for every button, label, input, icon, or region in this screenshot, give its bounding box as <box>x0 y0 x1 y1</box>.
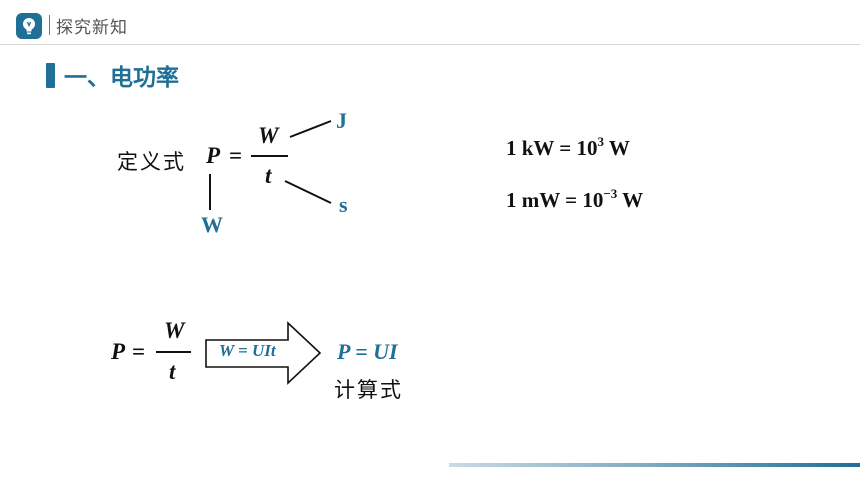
unit-watt: W <box>201 212 223 237</box>
header-divider <box>0 44 860 45</box>
unit-joule: J <box>336 108 347 133</box>
conversion-mw: 1 mW = 10−3 W <box>506 186 644 212</box>
unit-second: s <box>339 192 348 217</box>
section-title: 一、电功率 <box>64 65 179 91</box>
derivation-power-symbol: P <box>111 339 126 364</box>
definition-numerator: W <box>258 123 279 148</box>
header-separator <box>49 15 50 35</box>
lightbulb-icon <box>16 13 42 39</box>
derivation-denominator: t <box>169 359 176 384</box>
definition-label: 定义式 <box>117 150 186 174</box>
section-marker <box>46 63 55 88</box>
arrow-label: W = UIt <box>219 341 276 360</box>
definition-power-symbol: P <box>206 143 221 168</box>
derivation-fraction-bar <box>156 351 191 353</box>
result-formula: P = UI <box>337 339 398 364</box>
result-label: 计算式 <box>334 378 403 402</box>
derivation-equals: = <box>132 339 146 364</box>
definition-denominator: t <box>265 163 272 188</box>
definition-fraction-bar <box>251 155 288 157</box>
derivation-numerator: W <box>164 318 185 343</box>
definition-equals: = <box>229 143 243 168</box>
conversion-kw: 1 kW = 103 W <box>506 134 630 160</box>
header-title: 探究新知 <box>56 18 128 38</box>
